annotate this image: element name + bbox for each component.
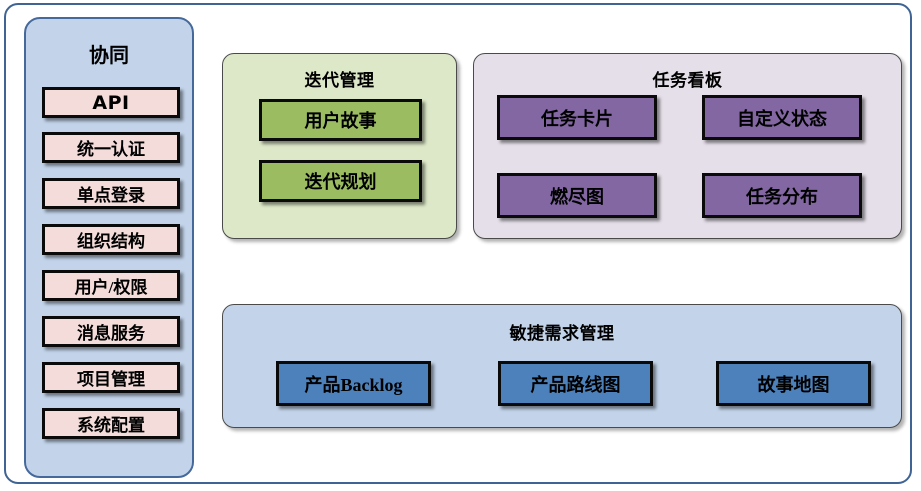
box-product-backlog[interactable]: 产品Backlog <box>276 361 431 406</box>
sidebar-item-unified-auth[interactable]: 统一认证 <box>42 132 180 163</box>
task-board-title: 任务看板 <box>652 71 723 91</box>
box-iteration-planning[interactable]: 迭代规划 <box>259 160 422 202</box>
task-board-panel: 任务看板 任务卡片 自定义状态 燃尽图 任务分布 <box>473 53 902 239</box>
iteration-management-title: 迭代管理 <box>304 71 375 91</box>
box-story-map[interactable]: 故事地图 <box>716 361 871 406</box>
agile-requirement-panel: 敏捷需求管理 产品Backlog 产品路线图 故事地图 <box>222 304 902 428</box>
box-custom-status[interactable]: 自定义状态 <box>702 95 862 140</box>
sidebar-item-org-structure[interactable]: 组织结构 <box>42 224 180 255</box>
sidebar-item-user-permission[interactable]: 用户/权限 <box>42 270 180 301</box>
sidebar-title: 协同 <box>89 43 129 67</box>
box-product-roadmap[interactable]: 产品路线图 <box>498 361 653 406</box>
sidebar-item-message-service[interactable]: 消息服务 <box>42 316 180 347</box>
diagram-outer-frame: 协同 API 统一认证 单点登录 组织结构 用户/权限 消息服务 项目管理 系统… <box>4 3 912 484</box>
sidebar-panel: 协同 API 统一认证 单点登录 组织结构 用户/权限 消息服务 项目管理 系统… <box>24 17 194 478</box>
sidebar-item-system-config[interactable]: 系统配置 <box>42 408 180 439</box>
agile-requirement-title: 敏捷需求管理 <box>509 324 615 344</box>
sidebar-item-sso[interactable]: 单点登录 <box>42 178 180 209</box>
box-user-story[interactable]: 用户故事 <box>259 99 422 141</box>
sidebar-item-api[interactable]: API <box>42 87 180 118</box>
iteration-management-panel: 迭代管理 用户故事 迭代规划 <box>222 53 457 239</box>
box-burndown-chart[interactable]: 燃尽图 <box>497 173 657 218</box>
sidebar-item-project-mgmt[interactable]: 项目管理 <box>42 362 180 393</box>
box-task-card[interactable]: 任务卡片 <box>497 95 657 140</box>
box-task-distribution[interactable]: 任务分布 <box>702 173 862 218</box>
